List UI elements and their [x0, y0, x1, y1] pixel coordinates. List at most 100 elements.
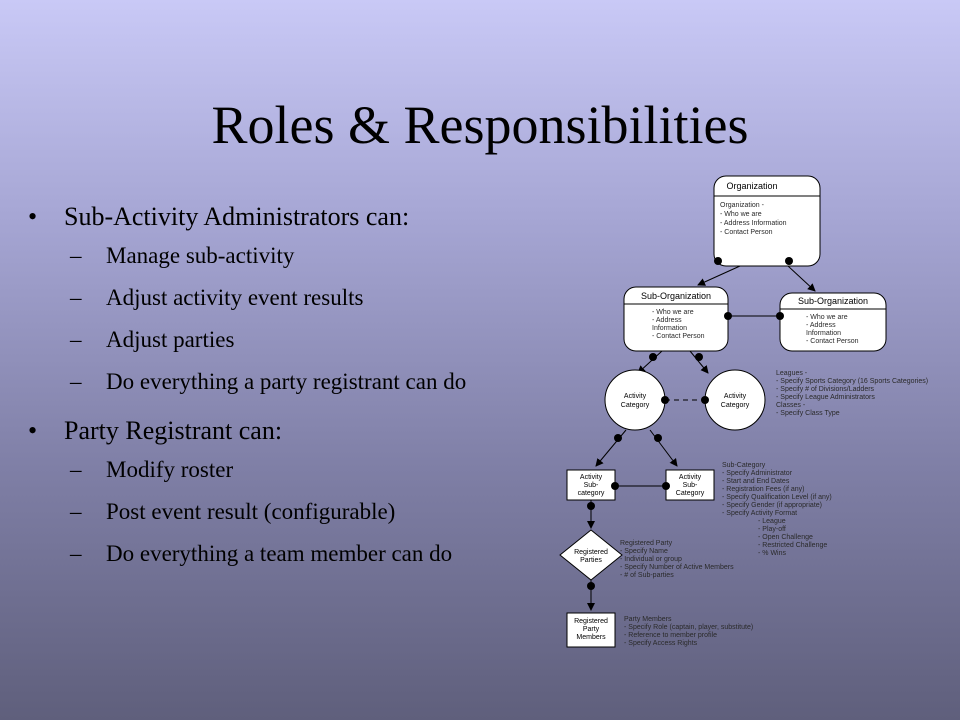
- subcategory-note-line: - % Wins: [758, 550, 787, 557]
- connector-dot: [661, 396, 669, 404]
- subcategory-note-line: - Specify Activity Format: [722, 510, 797, 517]
- connector-arrow: [689, 350, 709, 374]
- sub-org-right-line: - Address: [806, 322, 836, 329]
- sub-organization-right-node: Sub-Organization - Who we are - Address …: [779, 292, 887, 352]
- connector-dot: [614, 434, 622, 442]
- sub-org-right-line: - Who we are: [806, 314, 848, 321]
- connector-arrow: [637, 350, 663, 374]
- bullet-dot: •: [28, 416, 38, 445]
- dash: –: [70, 457, 82, 482]
- sub-bullet-text: Adjust activity event results: [106, 285, 364, 310]
- connector-dot: [724, 312, 732, 320]
- bullet-sub-activity-admins: • Sub-Activity Administrators can:: [28, 200, 528, 234]
- connector-dot: [714, 257, 722, 265]
- dash: –: [70, 369, 82, 394]
- subcategory-note-line: - Play-off: [758, 526, 786, 533]
- party-note-line: Registered Party: [620, 540, 673, 547]
- activity-category-left-node: Activity Category: [604, 369, 666, 431]
- connector-dot: [776, 312, 784, 320]
- subcategory-note-line: - Restricted Challenge: [758, 542, 827, 549]
- bullet-text: Sub-Activity Administrators can:: [64, 202, 410, 231]
- sub-bullet: –Do everything a party registrant can do: [28, 368, 528, 395]
- party-members-line: Registered: [574, 618, 608, 625]
- sub-org-right-header: Sub-Organization: [798, 296, 868, 306]
- dash: –: [70, 541, 82, 566]
- subcategory-note-line: - Open Challenge: [758, 534, 813, 541]
- activity-right-line: Activity: [724, 393, 747, 400]
- connector-arrow: [697, 265, 741, 286]
- sub-org-left-header: Sub-Organization: [641, 291, 711, 301]
- sub-bullet-text: Manage sub-activity: [106, 243, 295, 268]
- members-note-line: - Specify Role (captain, player, substit…: [624, 624, 753, 631]
- party-note-line: - Individual or group: [620, 556, 682, 563]
- bullet-text: Party Registrant can:: [64, 416, 283, 445]
- sub-right-line: Category: [676, 490, 705, 497]
- sub-left-line: category: [578, 490, 605, 497]
- leagues-note-line: - Specify Sports Category (16 Sports Cat…: [776, 378, 928, 385]
- connector-dot: [587, 582, 595, 590]
- sub-left-line: Sub-: [584, 482, 599, 489]
- activity-left-line: Category: [621, 402, 650, 409]
- slide-title: Roles & Responsibilities: [211, 95, 749, 155]
- subcategory-note: Sub-Category - Specify Administrator - S…: [722, 462, 832, 557]
- connector-dot: [587, 502, 595, 510]
- members-note-line: - Specify Access Rights: [624, 640, 698, 647]
- dash: –: [70, 243, 82, 268]
- registered-party-members-node: Registered Party Members: [566, 612, 616, 648]
- dash: –: [70, 327, 82, 352]
- connector-dot: [785, 257, 793, 265]
- sub-bullet: –Adjust parties: [28, 326, 528, 353]
- sub-bullet: –Manage sub-activity: [28, 242, 528, 269]
- sub-bullet: –Post event result (configurable): [28, 498, 528, 525]
- subcategory-note-line: - Specify Qualification Level (if any): [722, 494, 832, 501]
- registered-parties-node: Registered Parties: [559, 529, 623, 581]
- bullet-dot: •: [28, 202, 38, 231]
- party-members-note: Party Members - Specify Role (captain, p…: [624, 616, 753, 647]
- sub-org-left-line: - Who we are: [652, 309, 694, 316]
- sub-bullet: –Do everything a team member can do: [28, 540, 528, 567]
- connector-dot: [611, 482, 619, 490]
- party-note-line: - # of Sub-parties: [620, 572, 674, 579]
- party-note-line: - Specify Number of Active Members: [620, 564, 734, 571]
- sub-organization-left-node: Sub-Organization - Who we are - Address …: [623, 286, 729, 352]
- sub-right-line: Sub-: [683, 482, 698, 489]
- org-line: Organization -: [720, 202, 765, 209]
- organization-header: Organization: [726, 181, 777, 191]
- activity-right-line: Category: [721, 402, 750, 409]
- activity-subcategory-right-node: Activity Sub- Category: [665, 469, 715, 501]
- org-line: - Contact Person: [720, 229, 773, 236]
- sub-org-left-line: Information: [652, 325, 687, 332]
- subcategory-note-line: Sub-Category: [722, 462, 766, 469]
- subcategory-note-line: - Specify Gender (if appropriate): [722, 502, 822, 509]
- members-note-line: Party Members: [624, 616, 672, 623]
- members-note-line: - Reference to member profile: [624, 632, 717, 639]
- activity-subcategory-left-node: Activity Sub- category: [566, 469, 616, 501]
- party-members-line: Party: [583, 626, 600, 633]
- leagues-note-line: Classes -: [776, 402, 806, 409]
- party-members-line: Members: [576, 634, 606, 641]
- bullet-list: • Sub-Activity Administrators can: –Mana…: [28, 200, 528, 582]
- sub-bullet-text: Adjust parties: [106, 327, 235, 352]
- connector-dot: [701, 396, 709, 404]
- connector-dot: [662, 482, 670, 490]
- activity-left-line: Activity: [624, 393, 647, 400]
- subcategory-note-line: - Specify Administrator: [722, 470, 793, 477]
- dash: –: [70, 285, 82, 310]
- sub-bullet-text: Do everything a party registrant can do: [106, 369, 467, 394]
- registered-parties-line: Registered: [574, 549, 608, 556]
- connector-arrow: [649, 429, 678, 467]
- sub-left-line: Activity: [580, 474, 603, 481]
- registered-party-note: Registered Party - Specify Name - Indivi…: [620, 540, 734, 579]
- organization-diagram: Organization Organization - - Who we are…: [559, 175, 928, 648]
- leagues-note-line: Leagues -: [776, 370, 808, 377]
- leagues-note-line: - Specify Class Type: [776, 410, 840, 417]
- sub-org-left-line: - Address: [652, 317, 682, 324]
- subcategory-note-line: - Start and End Dates: [722, 478, 790, 485]
- org-line: - Address Information: [720, 220, 787, 227]
- connector-arrow: [787, 265, 816, 292]
- registered-parties-line: Parties: [580, 557, 602, 564]
- sub-bullet-text: Post event result (configurable): [106, 499, 396, 524]
- sub-bullet: –Modify roster: [28, 456, 528, 483]
- subcategory-note-line: - Registration Fees (if any): [722, 486, 804, 493]
- org-line: - Who we are: [720, 211, 762, 218]
